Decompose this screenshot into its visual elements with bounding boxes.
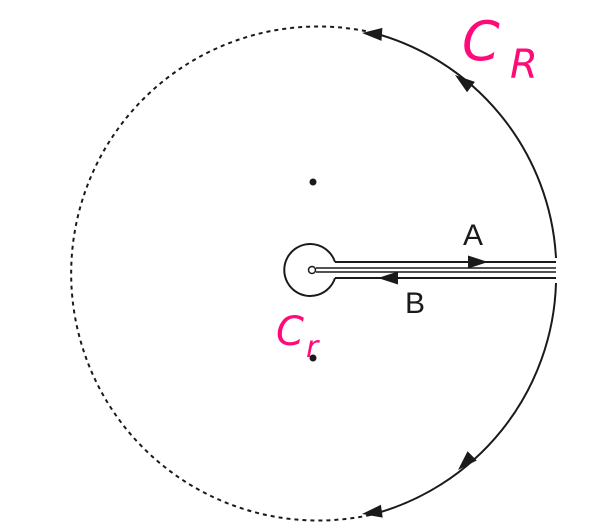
label-contour-small-sub: r <box>306 330 320 365</box>
arrow-upper-arc-mid <box>451 69 475 93</box>
pole-dot-lower <box>309 354 317 362</box>
large-circle-solid-upper-arc <box>369 31 557 259</box>
large-circle-dashed-arc <box>70 25 371 522</box>
pole-dot-upper <box>309 178 317 186</box>
arrow-lower-arc-mid <box>453 451 477 475</box>
label-path-a: A <box>463 219 483 252</box>
label-contour-big-sub: R <box>510 42 538 88</box>
arrow-path-b <box>378 271 398 285</box>
label-path-b: B <box>405 287 425 320</box>
arrow-upper-arc-top <box>361 26 383 41</box>
small-circle-arc <box>283 243 336 297</box>
arrow-path-a <box>468 255 488 269</box>
arrow-lower-arc-bottom <box>361 504 383 521</box>
large-circle-solid-lower-arc <box>369 282 557 516</box>
label-contour-small: C <box>276 309 304 355</box>
label-contour-big: C <box>462 10 500 73</box>
origin-branch-point <box>307 265 317 275</box>
